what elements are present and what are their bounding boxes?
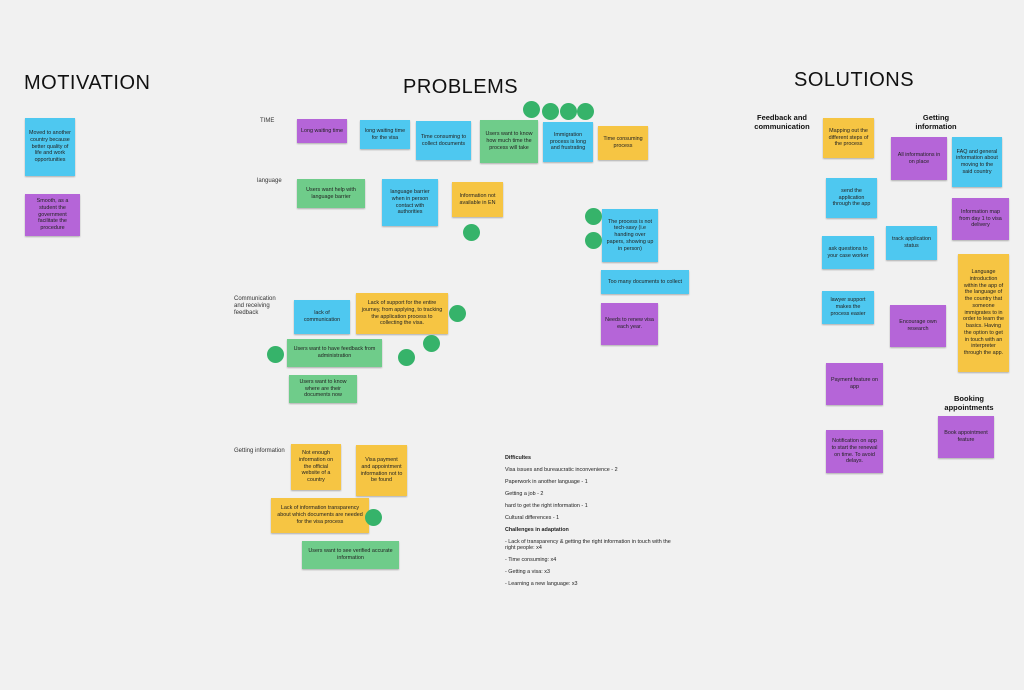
- sticky-note[interactable]: Long waiting time: [297, 119, 347, 143]
- sticky-note[interactable]: Smooth, as a student the government faci…: [25, 194, 80, 236]
- vote-dot[interactable]: [423, 335, 440, 352]
- sticky-note[interactable]: language barrier when in person contact …: [382, 179, 438, 226]
- motivation-heading: MOTIVATION: [24, 72, 151, 94]
- sticky-note[interactable]: All informations in on place: [891, 137, 947, 180]
- sticky-note[interactable]: lawyer support makes the process easier: [822, 291, 874, 324]
- sticky-note[interactable]: ask questions to your case worker: [822, 236, 874, 269]
- sticky-note[interactable]: Lack of support for the entire journey, …: [356, 293, 448, 334]
- difficulties-title: Difficultes: [505, 455, 532, 461]
- subhead-getting-information: Getting information: [915, 113, 957, 131]
- sticky-note[interactable]: Immigration process is long and frustrat…: [543, 122, 593, 162]
- sticky-note[interactable]: Users want to know how much time the pro…: [480, 120, 538, 163]
- difficulty-item: hard to get the right information - 1: [505, 502, 588, 509]
- row-label-language: language: [257, 178, 282, 184]
- sticky-note[interactable]: Visa payment and appointment information…: [356, 445, 407, 496]
- sticky-note[interactable]: long waiting time for the visa: [360, 120, 410, 149]
- row-label-communication: Communication and receiving feedback: [234, 296, 276, 317]
- sticky-note[interactable]: Users want to know where are their docum…: [289, 375, 357, 403]
- sticky-note[interactable]: Users want to have feedback from adminis…: [287, 339, 382, 367]
- vote-dot[interactable]: [365, 509, 382, 526]
- difficulties-list: Difficultes Visa issues and bureaucratic…: [505, 455, 675, 593]
- sticky-note[interactable]: Users want help with language barrier: [297, 179, 365, 208]
- vote-dot[interactable]: [585, 208, 602, 225]
- sticky-note[interactable]: Book appointment feature: [938, 416, 994, 458]
- row-label-getting-information: Getting information: [234, 448, 285, 454]
- vote-dot[interactable]: [577, 103, 594, 120]
- solutions-heading: SOLUTIONS: [794, 69, 915, 91]
- sticky-note[interactable]: Lack of information transparency about w…: [271, 498, 369, 533]
- sticky-note[interactable]: track application status: [886, 226, 937, 260]
- subhead-booking: Booking appointments: [944, 394, 994, 412]
- sticky-note[interactable]: The process is not tech-savy (i.e handin…: [602, 209, 658, 262]
- vote-dot[interactable]: [542, 103, 559, 120]
- sticky-note[interactable]: Time consuming process: [598, 126, 648, 160]
- sticky-note[interactable]: Mapping out the different steps of the p…: [823, 118, 874, 158]
- sticky-note[interactable]: send the application through the app: [826, 178, 877, 218]
- sticky-note[interactable]: Language introduction within the app of …: [958, 254, 1009, 372]
- difficulty-item: Getting a job - 2: [505, 490, 544, 497]
- difficulty-item: Visa issues and bureaucratic inconvenien…: [505, 466, 618, 473]
- vote-dot[interactable]: [585, 232, 602, 249]
- vote-dot[interactable]: [449, 305, 466, 322]
- adaptation-item: - Lack of transparency & getting the rig…: [505, 538, 671, 552]
- vote-dot[interactable]: [398, 349, 415, 366]
- row-label-time: TIME: [260, 118, 275, 124]
- sticky-note[interactable]: Needs to renew visa each year.: [601, 303, 658, 345]
- sticky-note[interactable]: Users want to see verified accurate info…: [302, 541, 399, 569]
- sticky-note[interactable]: Information not available in EN: [452, 182, 503, 217]
- sticky-note[interactable]: FAQ and general information about moving…: [952, 137, 1002, 187]
- vote-dot[interactable]: [267, 346, 284, 363]
- problems-heading: PROBLEMS: [403, 76, 519, 98]
- sticky-note[interactable]: Encourage own research: [890, 305, 946, 347]
- vote-dot[interactable]: [523, 101, 540, 118]
- vote-dot[interactable]: [463, 224, 480, 241]
- adaptation-item: - Learning a new language: x3: [505, 581, 578, 588]
- vote-dot[interactable]: [560, 103, 577, 120]
- sticky-note[interactable]: Not enough information on the official w…: [291, 444, 341, 490]
- sticky-note[interactable]: Too many documents to collect: [601, 270, 689, 294]
- sticky-note[interactable]: Payment feature on app: [826, 363, 883, 405]
- subhead-feedback: Feedback and communication: [754, 113, 810, 131]
- sticky-note[interactable]: Moved to another country because better …: [25, 118, 75, 176]
- sticky-note[interactable]: Time consuming to collect documents: [416, 121, 471, 160]
- sticky-note[interactable]: Notification on app to start the renewal…: [826, 430, 883, 473]
- sticky-note[interactable]: Information map from day 1 to visa deliv…: [952, 198, 1009, 240]
- adaptation-item: - Getting a visa: x3: [505, 569, 550, 576]
- difficulty-item: Cultural differences - 1: [505, 514, 560, 521]
- difficulty-item: Paperwork in another language - 1: [505, 478, 588, 485]
- adaptation-item: - Time consuming: x4: [505, 557, 557, 564]
- adaptation-title: Challenges in adaptation: [505, 526, 569, 533]
- sticky-note[interactable]: lack of communication: [294, 300, 350, 334]
